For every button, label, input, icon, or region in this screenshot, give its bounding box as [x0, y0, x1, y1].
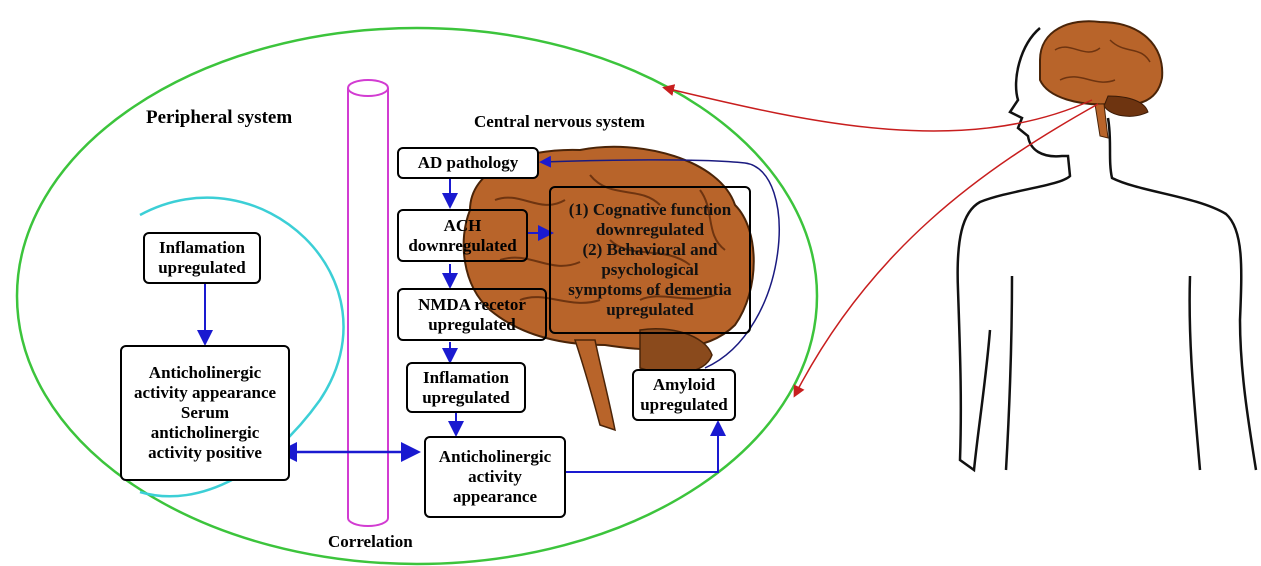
central-anticholinergic-box: Anticholinergic activity appearance	[424, 436, 566, 518]
amyloid-upregulated-box: Amyloid upregulated	[632, 369, 736, 421]
central-nervous-system-label: Central nervous system	[474, 112, 645, 132]
central-inflammation-box: Inflamation upregulated	[406, 362, 526, 413]
peripheral-inflammation-box: Inflamation upregulated	[143, 232, 261, 284]
cognitive-behavioral-box: (1) Cognative function downregulated (2)…	[549, 186, 751, 334]
arrow-anticholinergic-to-amyloid	[566, 424, 718, 472]
red-arrow-to-peripheral	[795, 104, 1098, 395]
human-brain	[1040, 21, 1162, 138]
nmda-receptor-box: NMDA recetor upregulated	[397, 288, 547, 341]
ad-pathology-box: AD pathology	[397, 147, 539, 179]
correlation-label: Correlation	[328, 532, 413, 552]
peripheral-system-label: Peripheral system	[146, 108, 292, 128]
red-arrow-to-central	[665, 88, 1092, 131]
correlation-tube	[348, 80, 388, 526]
peripheral-anticholinergic-box: Anticholinergic activity appearance Seru…	[120, 345, 290, 481]
ach-downregulated-box: ACH downregulated	[397, 209, 528, 262]
